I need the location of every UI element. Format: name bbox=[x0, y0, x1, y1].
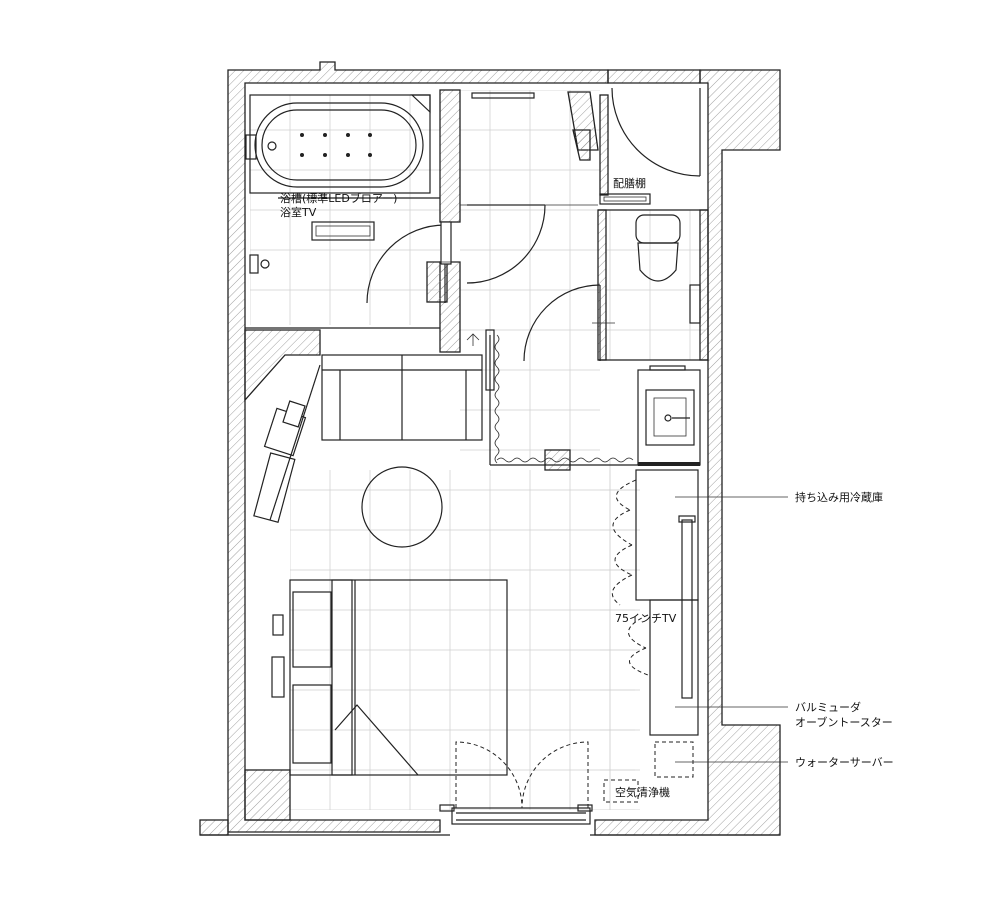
bath-doors bbox=[366, 92, 598, 304]
toaster-label-line1: バルミューダ bbox=[795, 700, 861, 714]
fridge-label: 持ち込み用冷蔵庫 bbox=[795, 490, 883, 504]
curtain bbox=[494, 334, 634, 464]
sofa bbox=[321, 329, 495, 441]
shower-faucet bbox=[249, 254, 270, 274]
floor-tiles bbox=[250, 90, 705, 810]
bath-tv bbox=[311, 221, 375, 241]
bottom-window bbox=[439, 741, 593, 825]
washbasin bbox=[637, 365, 701, 466]
toaster-label-line2: オーブントースター bbox=[795, 715, 893, 729]
bath-tv-label: 浴室TV bbox=[280, 205, 317, 219]
desk bbox=[253, 364, 321, 523]
bathtub-label: 浴槽(標準LEDブロアー) bbox=[280, 191, 397, 205]
leader-lines bbox=[675, 496, 788, 763]
entry-door bbox=[611, 87, 701, 177]
water-server-label: ウォーターサーバー bbox=[795, 756, 894, 769]
tv-label: 75インチTV bbox=[615, 612, 677, 625]
round-table bbox=[361, 466, 443, 548]
toilet-door bbox=[523, 284, 615, 362]
outer-walls bbox=[199, 61, 781, 836]
wardrobe-doors bbox=[611, 479, 649, 676]
bed bbox=[331, 579, 508, 776]
pantry-shelf bbox=[599, 193, 651, 205]
water-server bbox=[654, 741, 694, 778]
fridge-tv-stand bbox=[635, 469, 699, 736]
pantry-label: 配膳棚 bbox=[613, 176, 646, 190]
toilet bbox=[635, 214, 701, 324]
air-purifier-label: 空気清浄機 bbox=[615, 785, 670, 799]
bathtub bbox=[245, 94, 440, 199]
side-counter bbox=[271, 579, 353, 776]
air-purifier bbox=[603, 779, 639, 803]
